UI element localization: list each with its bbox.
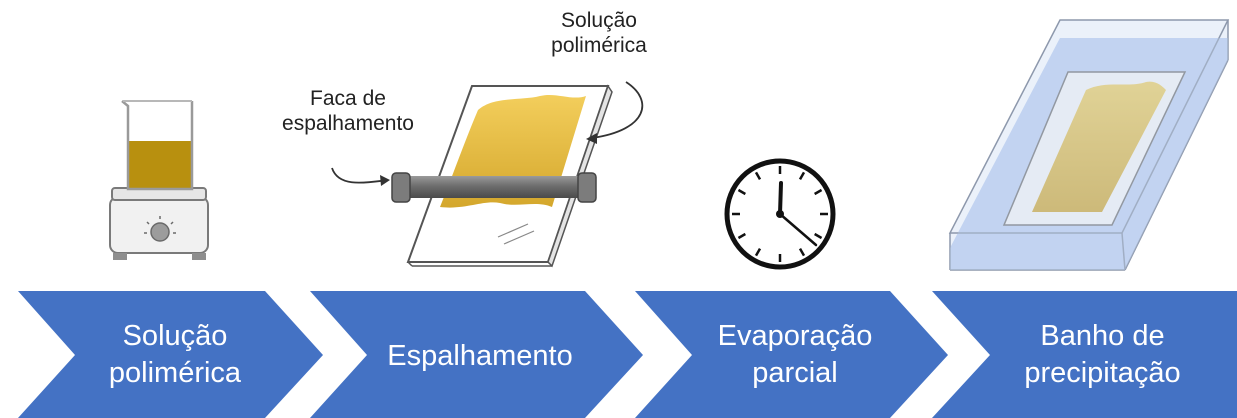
step-chevron-1 xyxy=(18,291,323,418)
beaker-stirrer-icon xyxy=(109,100,209,260)
label-solucao-line1: Solução xyxy=(561,9,637,32)
step-2-line1: Espalhamento xyxy=(387,340,573,372)
clock-tick xyxy=(754,171,762,180)
step-chevron-4 xyxy=(932,291,1237,418)
process-chevrons xyxy=(18,291,1237,418)
step-3-line2: parcial xyxy=(752,357,838,389)
clock-tick xyxy=(737,188,746,196)
step-1-line1: Solução xyxy=(122,320,228,352)
step-chevron-3 xyxy=(635,291,948,418)
casting-knife-plate-icon xyxy=(331,81,644,268)
step-1-line2: polimérica xyxy=(108,357,242,389)
step-3-line1: Evaporação xyxy=(717,320,873,352)
clock-tick xyxy=(798,171,806,180)
precipitation-bath-icon xyxy=(948,19,1230,271)
label-faca-line1: Faca de xyxy=(310,87,386,110)
step-chevron-2 xyxy=(310,291,643,418)
clock-tick xyxy=(754,248,762,257)
clock-tick xyxy=(814,232,823,240)
clock-icon xyxy=(724,158,836,270)
step-4-line1: Banho de xyxy=(1040,320,1165,352)
step-3-label: Evaporação parcial xyxy=(700,318,890,392)
label-solucao-line2: polimérica xyxy=(551,34,647,57)
label-faca-espalhamento: Faca de espalhamento xyxy=(268,86,428,136)
clock-tick xyxy=(737,232,746,240)
step-4-line2: precipitação xyxy=(1024,357,1181,389)
step-1-label: Solução polimérica xyxy=(90,318,260,392)
step-4-label: Banho de precipitação xyxy=(1000,318,1205,392)
label-solucao-polimerica: Solução polimérica xyxy=(534,8,664,58)
clock-tick xyxy=(814,188,823,196)
label-faca-line2: espalhamento xyxy=(282,112,414,135)
step-2-label: Espalhamento xyxy=(370,338,590,375)
clock-tick xyxy=(798,248,806,257)
